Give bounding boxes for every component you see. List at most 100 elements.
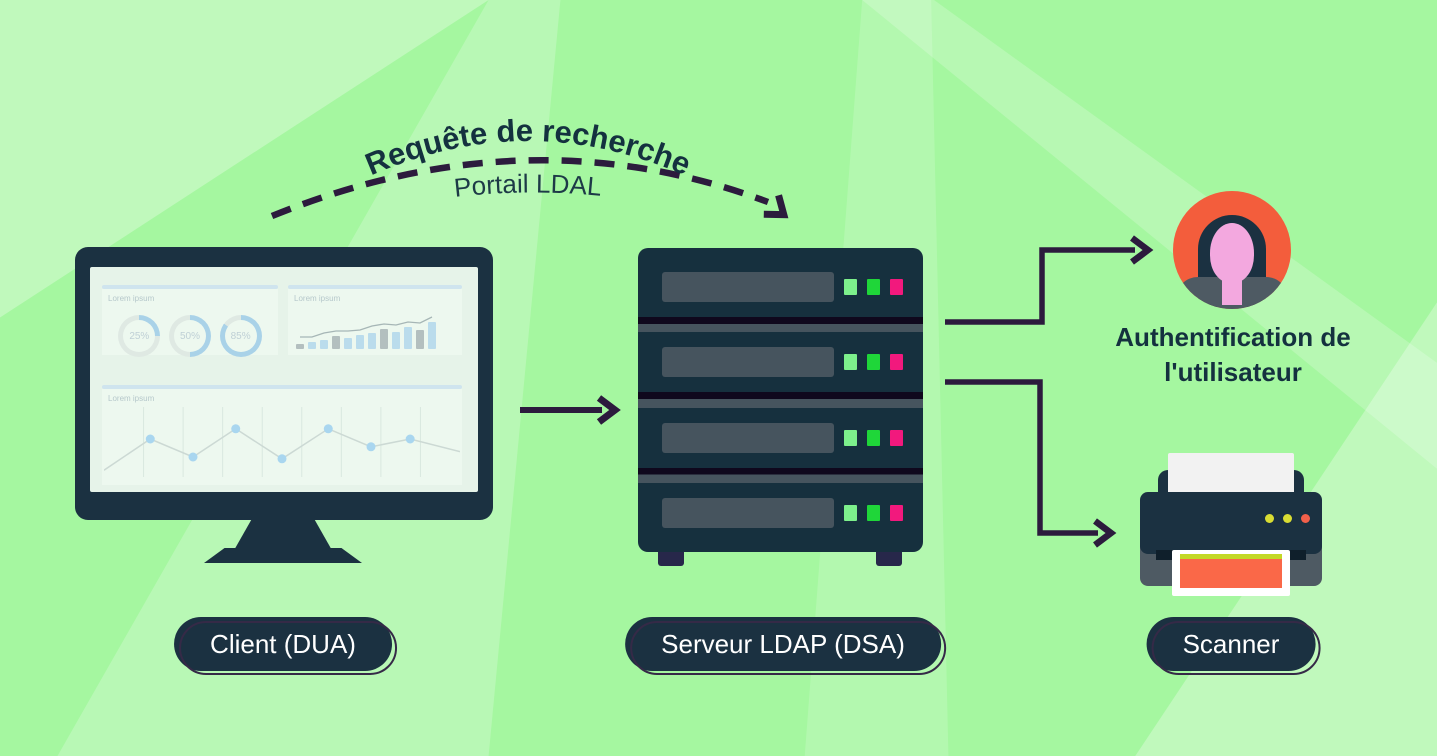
panel-strip (288, 285, 462, 289)
client-pill-label: Client (DUA) (210, 628, 356, 659)
ldap-server-rack (638, 248, 923, 552)
donut-panel: Lorem ipsum 25% 50% 85% (102, 289, 278, 357)
server-drive-slot (662, 498, 834, 529)
bar (416, 330, 424, 349)
printer-led-icon (1265, 514, 1274, 523)
line-chart (104, 407, 460, 477)
server-led-icon (844, 354, 857, 371)
bar (428, 322, 436, 349)
server-drive-slot (662, 271, 834, 302)
server-separator (638, 316, 923, 333)
donut-row: 25% 50% 85% (114, 315, 266, 357)
printer-led-icon (1283, 514, 1292, 523)
data-point (366, 442, 376, 452)
client-monitor-screen: Lorem ipsum 25% 50% 85% Lorem ipsum Lorem … (90, 267, 478, 492)
panel-strip (102, 285, 278, 289)
bar (392, 332, 400, 349)
donut-hole: 25% (123, 320, 156, 352)
trend-line (300, 316, 433, 338)
search-request-dashed-arrow (270, 157, 770, 220)
led-row (844, 278, 903, 295)
client-pill: Client (DUA) (174, 617, 392, 671)
server-separator (638, 467, 923, 484)
bar (344, 338, 352, 349)
printer-led-icon (1301, 514, 1310, 523)
output-paper-strip (1180, 554, 1282, 559)
bar (368, 333, 376, 349)
data-point (231, 424, 241, 434)
server-foot (658, 552, 684, 566)
panel-strip (102, 385, 462, 389)
server-to-auth-arrow (945, 247, 1135, 325)
line-panel: Lorem ipsum (102, 389, 462, 485)
donut-gauge: 85% (219, 315, 262, 357)
auth-label: Authentification de l'utilisateur (1115, 322, 1351, 388)
server-drive-slot (662, 422, 834, 453)
led-row (844, 429, 903, 446)
server-led-icon (867, 505, 880, 522)
monitor-stand-base (204, 548, 362, 563)
trend-polyline (300, 316, 433, 338)
bar (296, 344, 304, 349)
bar-panel: Lorem ipsum (288, 289, 462, 355)
scanner-printer (1130, 450, 1332, 600)
printer-output-paper (1172, 550, 1290, 596)
panel-title: Lorem ipsum (294, 294, 341, 303)
donut-gauge: 50% (168, 315, 211, 357)
bar (320, 340, 328, 349)
bar (356, 335, 364, 349)
panel-title: Lorem ipsum (108, 294, 155, 303)
panel-title: Lorem ipsum (108, 394, 155, 403)
svg-text:Portail LDAL: Portail LDAL (453, 168, 603, 202)
printer-slot (1284, 550, 1306, 560)
server-separator (638, 392, 923, 408)
server-unit (638, 408, 923, 468)
data-point (405, 434, 415, 444)
server-foot (876, 552, 902, 566)
donut-value: 85% (230, 330, 251, 342)
user-avatar (1173, 191, 1291, 309)
server-to-auth-arrowhead-icon (1132, 238, 1148, 262)
output-paper-content (1180, 559, 1282, 588)
bar (404, 327, 412, 349)
client-monitor: Lorem ipsum 25% 50% 85% Lorem ipsum Lorem … (75, 247, 493, 520)
donut-gauge: 25% (118, 315, 161, 357)
server-led-icon (867, 429, 880, 446)
printer-led-row (1265, 514, 1310, 523)
data-point (188, 452, 198, 462)
avatar-face (1210, 223, 1254, 283)
server-led-icon (890, 278, 903, 295)
led-row (844, 505, 903, 522)
server-led-icon (844, 505, 857, 522)
server-led-icon (867, 278, 880, 295)
server-unit (638, 483, 923, 543)
data-point (277, 454, 287, 464)
search-request-label: Requête de recherche (360, 113, 696, 182)
donut-value: 25% (129, 330, 150, 342)
ldap-portal-label: Portail LDAL (453, 168, 603, 202)
server-led-icon (890, 505, 903, 522)
bar (308, 342, 316, 349)
server-to-scanner-arrowhead-icon (1095, 521, 1111, 545)
data-point (145, 434, 155, 444)
server-led-icon (890, 354, 903, 371)
monitor-stand-neck (235, 520, 331, 548)
dashed-arrowhead-icon (764, 195, 791, 224)
data-point (323, 424, 333, 434)
printer-body (1140, 492, 1322, 554)
donut-hole: 85% (224, 320, 257, 352)
server-unit (638, 257, 923, 317)
printer-slot (1156, 550, 1178, 560)
server-pill: Serveur LDAP (DSA) (625, 617, 941, 671)
bar (332, 336, 340, 349)
client-to-server-arrowhead-icon (599, 398, 615, 422)
server-to-scanner-arrow (945, 379, 1098, 536)
server-led-icon (844, 278, 857, 295)
donut-hole: 50% (173, 320, 206, 352)
line-chart-polyline (104, 427, 460, 471)
server-led-icon (844, 429, 857, 446)
server-led-icon (867, 354, 880, 371)
server-led-icon (890, 429, 903, 446)
scanner-pill-label: Scanner (1182, 628, 1280, 659)
bar (380, 329, 388, 349)
